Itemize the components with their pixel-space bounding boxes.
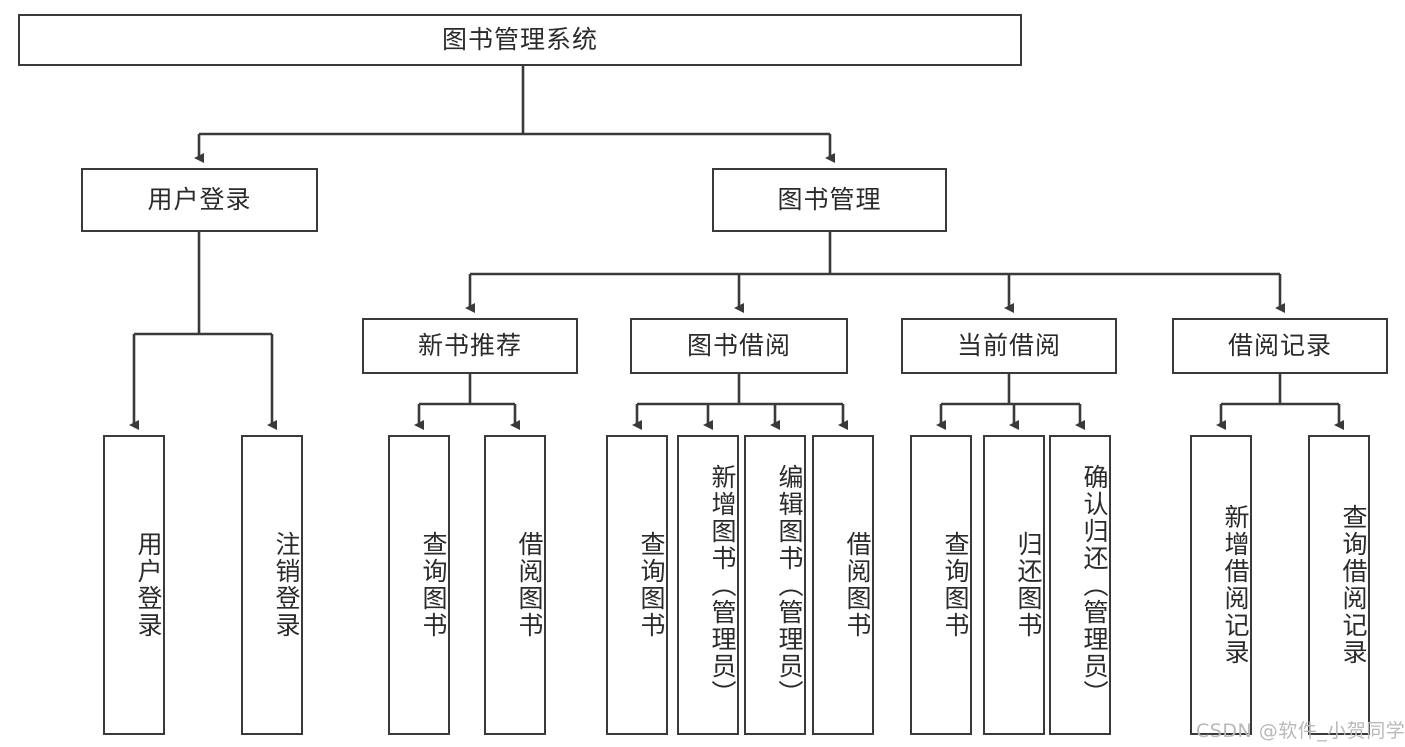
node-root[interactable]: 图书管理系统 — [18, 14, 1022, 66]
node-leaf-user-logout-label: 注销登录 — [272, 531, 301, 639]
node-leaf-user-login[interactable]: 用户登录 — [103, 435, 165, 735]
node-leaf-edit-book-label: 编辑图书（管理员） — [775, 463, 804, 707]
csdn-watermark: CSDN @软件_小贺同学 — [1196, 720, 1405, 742]
node-leaf-add-record-label: 新增借阅记录 — [1221, 504, 1250, 666]
node-book-borrow-label: 图书借阅 — [686, 331, 791, 361]
node-leaf-add-book-label: 新增图书（管理员） — [708, 463, 737, 707]
node-leaf-borrow-book-2[interactable]: 借阅图书 — [812, 435, 874, 735]
node-leaf-edit-book[interactable]: 编辑图书（管理员） — [744, 435, 806, 735]
node-leaf-query-book-3-label: 查询图书 — [941, 531, 970, 639]
node-leaf-borrow-book-1-label: 借阅图书 — [515, 531, 544, 639]
node-new-book-recommend[interactable]: 新书推荐 — [362, 318, 578, 374]
node-leaf-user-logout[interactable]: 注销登录 — [241, 435, 303, 735]
node-leaf-confirm-return-label: 确认归还（管理员） — [1080, 463, 1109, 707]
node-leaf-query-book-1-label: 查询图书 — [419, 531, 448, 639]
node-book-manage-label: 图书管理 — [777, 185, 882, 215]
node-leaf-borrow-book-1[interactable]: 借阅图书 — [484, 435, 546, 735]
node-leaf-return-book-label: 归还图书 — [1014, 531, 1043, 639]
node-borrow-record-label: 借阅记录 — [1227, 331, 1332, 361]
node-book-manage[interactable]: 图书管理 — [712, 168, 947, 232]
node-current-borrow-label: 当前借阅 — [956, 331, 1061, 361]
node-book-borrow[interactable]: 图书借阅 — [630, 318, 848, 374]
node-leaf-confirm-return[interactable]: 确认归还（管理员） — [1049, 435, 1111, 735]
node-leaf-query-record-label: 查询借阅记录 — [1339, 504, 1368, 666]
node-leaf-user-login-label: 用户登录 — [134, 531, 163, 639]
node-root-label: 图书管理系统 — [441, 25, 598, 55]
node-leaf-query-book-1[interactable]: 查询图书 — [388, 435, 450, 735]
node-borrow-record[interactable]: 借阅记录 — [1172, 318, 1388, 374]
node-leaf-borrow-book-2-label: 借阅图书 — [843, 531, 872, 639]
node-leaf-query-book-2[interactable]: 查询图书 — [606, 435, 668, 735]
node-user-login[interactable]: 用户登录 — [81, 168, 318, 232]
node-leaf-query-book-2-label: 查询图书 — [637, 531, 666, 639]
node-current-borrow[interactable]: 当前借阅 — [901, 318, 1117, 374]
node-leaf-query-book-3[interactable]: 查询图书 — [910, 435, 972, 735]
node-leaf-query-record[interactable]: 查询借阅记录 — [1308, 435, 1370, 735]
node-leaf-add-book[interactable]: 新增图书（管理员） — [677, 435, 739, 735]
node-user-login-label: 用户登录 — [147, 185, 252, 215]
node-leaf-return-book[interactable]: 归还图书 — [983, 435, 1045, 735]
node-leaf-add-record[interactable]: 新增借阅记录 — [1190, 435, 1252, 735]
node-new-book-recommend-label: 新书推荐 — [417, 331, 522, 361]
